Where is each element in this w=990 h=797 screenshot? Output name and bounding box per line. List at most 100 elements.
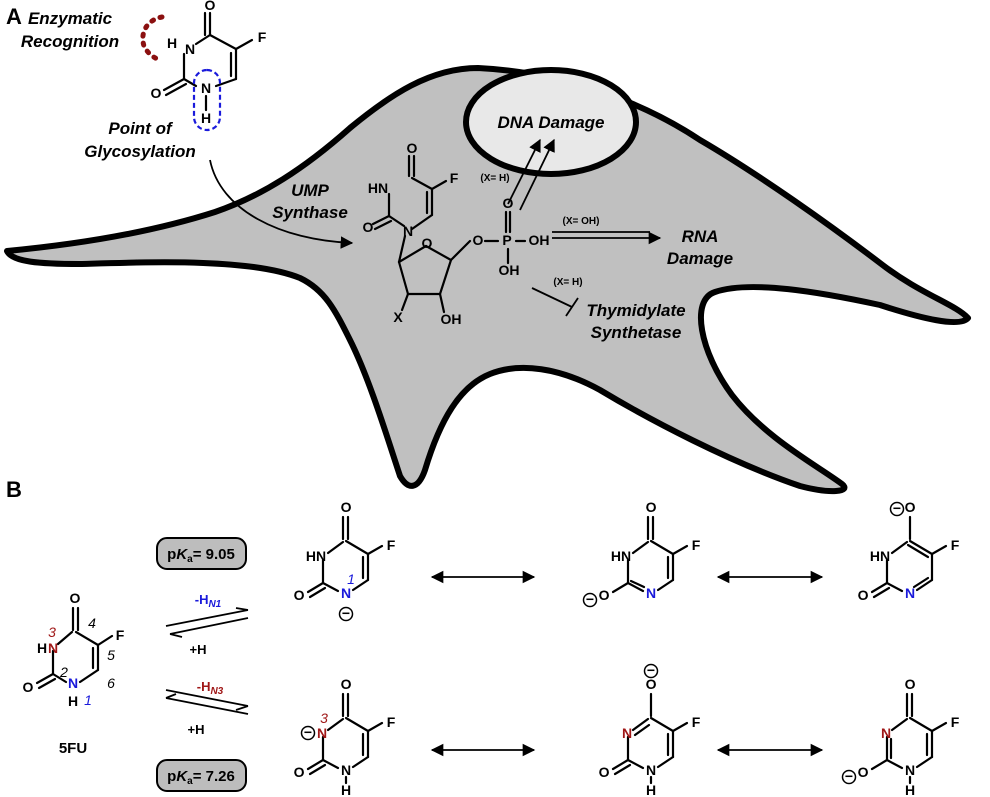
glycosylation-label-1: Point of [108,119,174,138]
anion-n3-structure-3: O F N O − N H [841,676,960,797]
nucleotide-structure: O F HN O N O O P O OH OH X OH [363,140,550,327]
svg-text:F: F [951,714,960,730]
atom-h3: H [167,35,177,51]
ring-number-1: 1 [84,692,92,708]
anion-n1-structure-2: O F HN O N − [582,499,701,608]
svg-text:O: O [905,676,916,692]
svg-text:N: N [622,725,632,741]
svg-text:3: 3 [320,710,328,726]
glycosylation-label-2: Glycosylation [84,142,195,161]
svg-text:O: O [858,764,869,780]
recognition-label-2: Recognition [21,32,119,51]
rna-damage-arrow [552,231,662,245]
atom-o: O [205,0,216,13]
condition-dna: (X= H) [480,173,509,184]
anion-n1-structure-1: O F HN O N 1 − [294,499,396,622]
svg-text:O: O [646,499,657,515]
atom-o2: O [151,85,162,101]
svg-text:O: O [599,764,610,780]
atom-3-oh: OH [441,311,462,327]
pka-n3-label: pKa= 7.26 [167,768,235,787]
anion-n3-structure-2: O − F N O N H [599,662,701,797]
svg-text:O: O [341,499,352,515]
plus-h-n3: +H [188,722,205,737]
recognition-label-1: Enzymatic [28,9,113,28]
ring-number-4: 4 [88,615,96,631]
molecule-5fu: O F H N O N H 3 4 5 6 2 1 [23,590,125,709]
svg-text:N: N [905,762,915,778]
rna-damage-label-2: Damage [667,249,733,268]
ring-number-6: 6 [107,675,115,691]
svg-text:O: O [341,676,352,692]
svg-text:N: N [646,585,656,601]
atom-n3: N [185,41,195,57]
pka-n1-label: pKa= 9.05 [167,546,235,565]
equilibrium-arrow-n1 [165,607,249,638]
panel-label-a: A [6,4,22,29]
atom-f: F [116,627,125,643]
pka-box-n3 [156,759,247,792]
svg-text:HN: HN [306,548,326,564]
dna-damage-arrows [507,138,555,211]
svg-text:F: F [951,537,960,553]
svg-text:HN: HN [611,548,631,564]
svg-text:F: F [692,714,701,730]
atom-n1: N [403,223,413,239]
svg-text:F: F [692,537,701,553]
cell-shape [4,65,971,495]
rna-damage-label-1: RNA [682,227,719,246]
atom-p-oh2: OH [499,262,520,278]
svg-text:N: N [341,585,351,601]
svg-text:−: − [893,500,901,516]
nucleus [463,67,639,177]
dna-damage-label: DNA Damage [497,113,604,132]
thymidylate-inhibition [531,287,579,317]
svg-text:N: N [881,725,891,741]
atom-o4: O [70,590,81,606]
svg-text:−: − [647,662,655,678]
pka-box-n1 [156,537,247,570]
condition-ts: (X= H) [553,277,582,288]
atom-f: F [450,170,459,186]
atom-h1: H [201,110,211,126]
svg-text:N: N [646,762,656,778]
svg-text:N: N [317,725,327,741]
svg-text:HN: HN [870,548,890,564]
glycosylation-highlight [192,68,222,132]
svg-text:O: O [905,499,916,515]
atom-n3: N [48,640,58,656]
svg-text:−: − [304,724,312,740]
equilibrium-arrow-n3 [165,689,249,715]
svg-text:H: H [905,782,915,797]
thymidylate-label-1: Thymidylate [586,301,685,320]
svg-text:O: O [599,587,610,603]
svg-text:F: F [387,714,396,730]
svg-text:H: H [646,782,656,797]
glycosylation-arrow [209,159,354,249]
atom-o2: O [363,219,374,235]
minus-h-n1: -HN1 [195,592,222,610]
svg-text:−: − [586,591,594,607]
svg-text:−: − [342,605,350,621]
atom-o4: O [407,140,418,156]
svg-text:−: − [845,768,853,784]
ump-synthase-label-1: UMP [291,181,329,200]
svg-text:F: F [387,537,396,553]
ring-number-3: 3 [48,624,56,640]
atom-o2: O [23,679,34,695]
atom-h1: H [68,693,78,709]
anion-n1-structure-3: O F HN O N − [858,499,960,603]
ring-number-2: 2 [59,664,68,680]
svg-text:1: 1 [347,571,355,587]
svg-text:O: O [858,587,869,603]
compound-label-5fu: 5FU [59,740,87,757]
atom-ring-o: O [422,235,433,251]
panel-label-b: B [6,477,22,502]
atom-h3: H [37,640,47,656]
svg-text:O: O [294,764,305,780]
atom-x: X [393,309,403,325]
svg-text:N: N [905,585,915,601]
svg-text:O: O [294,587,305,603]
anion-n3-structure-1: O F N 3 − O N H [294,676,396,797]
atom-p-oh1: OH [529,232,550,248]
